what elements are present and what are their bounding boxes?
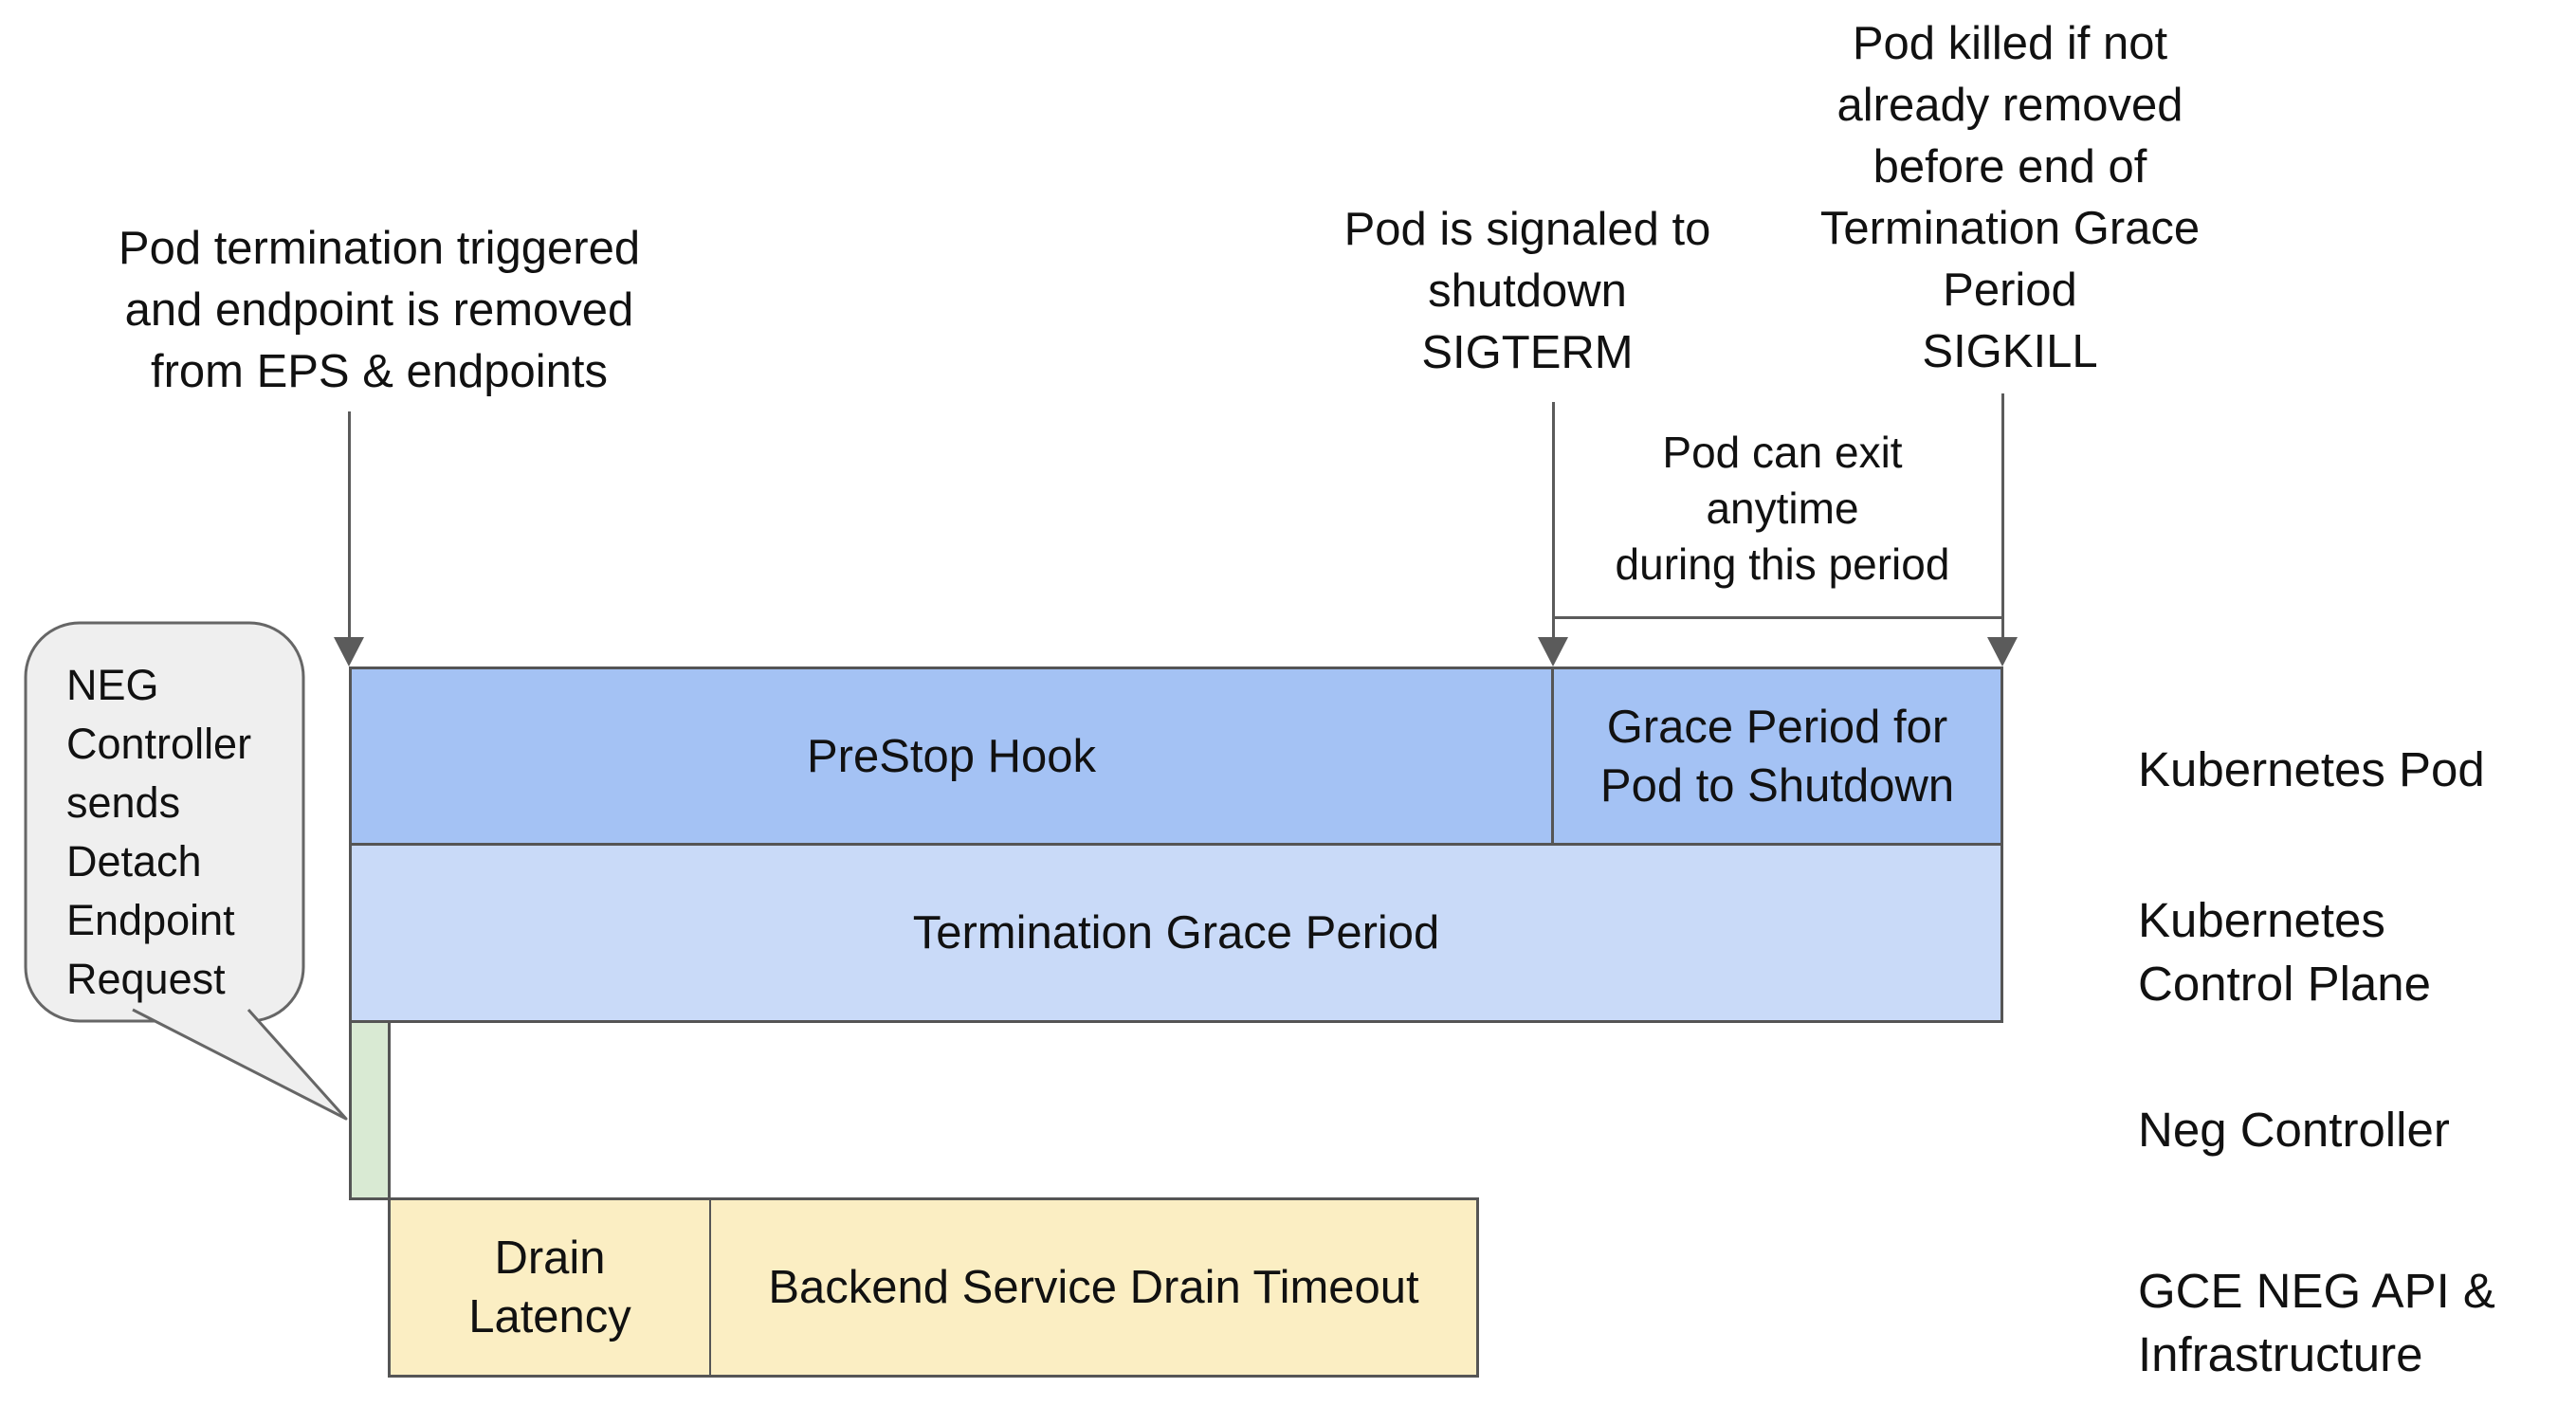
gce-bar-row: Drain Latency Backend Service Drain Time…: [388, 1197, 1479, 1378]
lane-label-neg-controller: Neg Controller: [2138, 1102, 2450, 1157]
sigkill-arrow-line: [2001, 393, 2004, 639]
backend-drain-timeout-bar: Backend Service Drain Timeout: [711, 1200, 1476, 1375]
grace-period-bar: Grace Period for Pod to Shutdown: [1554, 669, 2001, 843]
annotation-pod-killed: Pod killed if not already removed before…: [1819, 18, 2201, 377]
termination-arrow-head-icon: [334, 637, 364, 666]
lane-label-kubernetes-control-plane: Kubernetes Control Plane: [2138, 893, 2432, 1011]
callout-bubble-tail: [132, 1008, 348, 1121]
annotation-pod-signaled: Pod is signaled to shutdown SIGTERM: [1343, 204, 1711, 378]
prestop-hook-label: PreStop Hook: [806, 730, 1097, 782]
termination-arrow-line: [348, 411, 351, 639]
neg-controller-bar: [349, 1020, 391, 1200]
prestop-hook-bar: PreStop Hook: [352, 669, 1554, 843]
annotation-pod-can-exit: Pod can exit anytime during this period: [1615, 428, 1950, 589]
backend-drain-timeout-label: Backend Service Drain Timeout: [768, 1262, 1419, 1313]
sigterm-arrow-head-icon: [1538, 637, 1568, 666]
annotation-pod-termination: Pod termination triggered and endpoint i…: [118, 223, 641, 397]
lane-label-kubernetes-pod: Kubernetes Pod: [2138, 742, 2485, 796]
drain-latency-label: Drain Latency: [468, 1233, 631, 1342]
callout-text: NEG Controller sends Detach Endpoint Req…: [66, 661, 252, 1003]
kubernetes-pod-bar-row: PreStop Hook Grace Period for Pod to Shu…: [349, 666, 2003, 846]
sigkill-arrow-head-icon: [1987, 637, 2018, 666]
sigterm-arrow-line: [1552, 402, 1555, 639]
grace-period-label: Grace Period for Pod to Shutdown: [1599, 701, 1955, 812]
exit-period-bracket-line: [1553, 616, 2004, 619]
termination-grace-period-label: Termination Grace Period: [912, 907, 1440, 959]
drain-latency-bar: Drain Latency: [391, 1200, 711, 1375]
termination-grace-period-bar: Termination Grace Period: [349, 843, 2003, 1023]
callout-bubble: [24, 621, 348, 1121]
lane-label-gce-neg-api: GCE NEG API & Infrastructure: [2138, 1264, 2495, 1381]
